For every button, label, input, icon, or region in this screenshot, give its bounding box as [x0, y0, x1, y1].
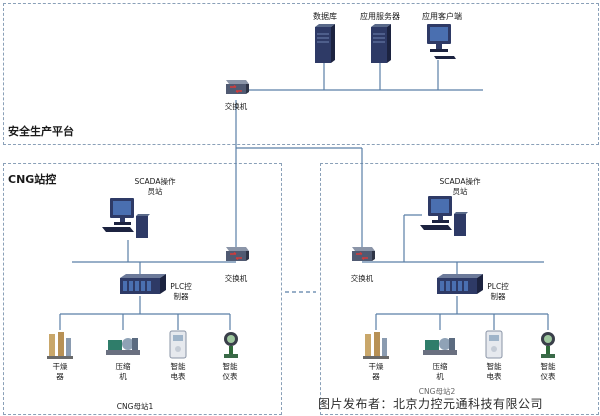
publisher-caption: 图片发布者：北京力控元通科技有限公司	[318, 397, 544, 411]
right-compressor-icon	[423, 338, 457, 355]
right-scada-workstation-icon	[420, 196, 468, 236]
right-device-2-l1: 压缩	[432, 362, 448, 371]
platform-switch-icon	[226, 80, 249, 94]
left-device-2-l2: 机	[119, 372, 127, 381]
right-switch-icon	[352, 247, 375, 261]
left-device-3-l2: 电表	[170, 372, 186, 381]
right-plc-label-1: PLC控	[487, 282, 509, 291]
platform-title: 安全生产平台	[8, 125, 74, 138]
left-scada-label-2: 员站	[147, 187, 163, 196]
platform-zone	[3, 3, 599, 145]
left-plc-label-1: PLC控	[170, 282, 192, 291]
right-device-4-l1: 智能	[540, 362, 556, 371]
server-label-database: 数据库	[313, 12, 337, 21]
left-scada-workstation-icon	[102, 198, 150, 238]
right-device-3-l2: 电表	[486, 372, 502, 381]
right-switch-label: 交换机	[350, 274, 374, 283]
right-plc-icon	[437, 274, 483, 294]
right-plc-label-2: 制器	[490, 292, 506, 301]
left-device-1-l1: 干燥	[52, 362, 68, 371]
right-scada-label-2: 员站	[452, 187, 468, 196]
left-compressor-icon	[106, 338, 140, 355]
station-right-zone	[320, 163, 599, 415]
left-smart-meter-icon	[169, 330, 187, 359]
left-smart-instrument-icon	[224, 332, 238, 358]
left-dryer-icon	[47, 332, 73, 359]
right-device-2-l2: 机	[436, 372, 444, 381]
left-device-3-l1: 智能	[170, 362, 186, 371]
left-plc-label-2: 制器	[173, 292, 189, 301]
platform-switch-label: 交换机	[224, 102, 248, 111]
left-device-4-l1: 智能	[222, 362, 238, 371]
left-station-footer: CNG母站1	[116, 402, 154, 411]
left-device-2-l1: 压缩	[115, 362, 131, 371]
left-plc-icon	[120, 274, 166, 294]
server-label-app-server: 应用服务器	[360, 12, 400, 21]
station-title: CNG站控	[8, 173, 57, 186]
right-dryer-icon	[363, 332, 389, 359]
right-smart-meter-icon	[485, 330, 503, 359]
app-client-icon	[427, 24, 456, 59]
left-switch-icon	[226, 247, 249, 261]
app-server-icon	[371, 24, 391, 63]
right-smart-instrument-icon	[541, 332, 555, 358]
right-scada-label-1: SCADA操作	[439, 177, 481, 186]
database-server-icon	[315, 24, 335, 63]
left-device-4-l2: 仪表	[222, 372, 238, 381]
right-station-footer: CNG母站2	[418, 387, 456, 396]
left-scada-label-1: SCADA操作	[134, 177, 176, 186]
right-device-3-l1: 智能	[486, 362, 502, 371]
server-label-app-client: 应用客户端	[422, 12, 462, 21]
right-device-4-l2: 仪表	[540, 372, 556, 381]
station-left-zone	[3, 163, 282, 415]
right-device-1-l2: 器	[372, 372, 380, 381]
left-device-1-l2: 器	[56, 372, 64, 381]
left-switch-label: 交换机	[224, 274, 248, 283]
right-device-1-l1: 干燥	[368, 362, 384, 371]
